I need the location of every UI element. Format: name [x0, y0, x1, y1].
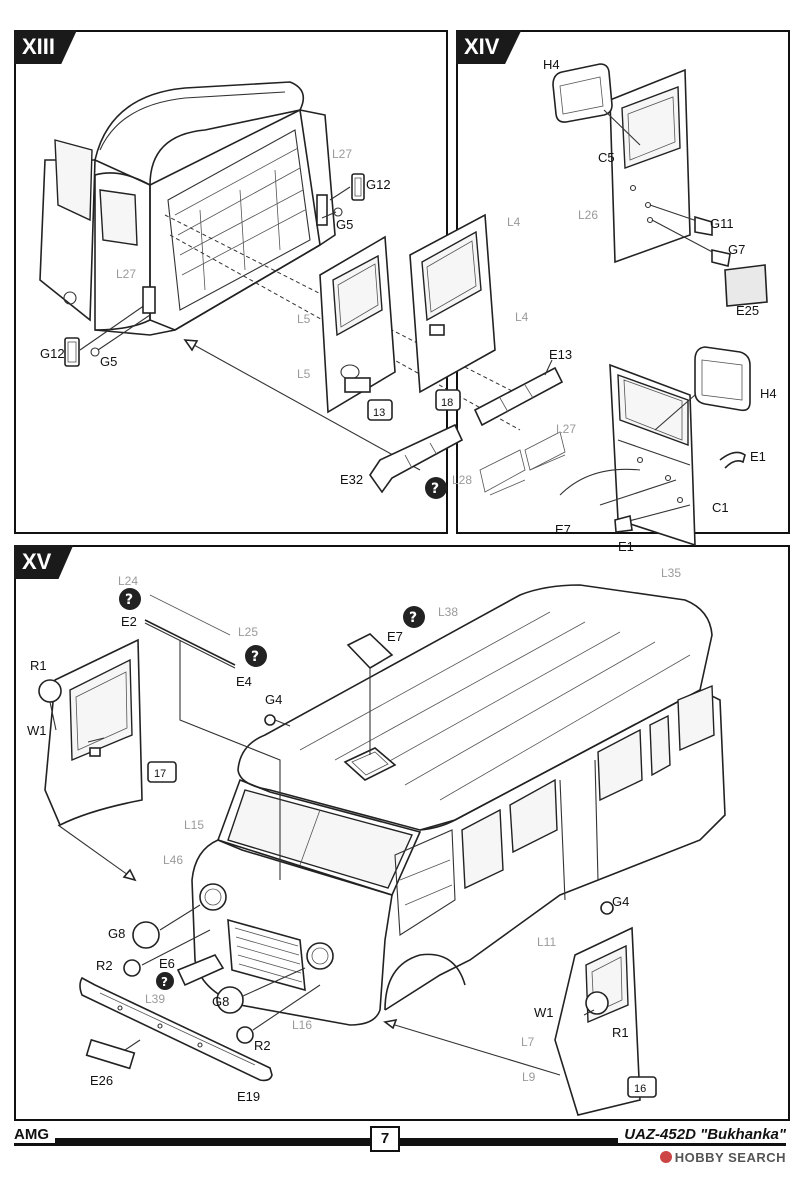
paint-l15: L15 — [184, 818, 204, 832]
label-e19: E19 — [237, 1089, 260, 1104]
rear-door-left: 13 — [319, 235, 396, 421]
page-number: 7 — [370, 1126, 400, 1152]
paint-question-icons: ? ? ? ? — [119, 588, 425, 990]
van-body-rear-view — [39, 81, 521, 471]
decal-17: 17 — [154, 768, 166, 780]
footer-rule — [14, 1138, 786, 1146]
label-c5: C5 — [598, 150, 615, 165]
label-g8-left: G8 — [108, 926, 125, 941]
step-xv-number: XV — [14, 545, 74, 579]
svg-text:?: ? — [251, 649, 259, 665]
label-e13: E13 — [549, 347, 572, 362]
model-name: UAZ-452D "Bukhanka" — [618, 1126, 786, 1143]
label-g11: G11 — [710, 216, 734, 231]
label-e25: E25 — [736, 303, 759, 318]
label-e7-xiv: E7 — [555, 522, 571, 537]
paint-l5-bottom: L5 — [297, 367, 311, 381]
paint-l4-top: L4 — [507, 215, 521, 229]
watermark-logo-icon — [659, 1151, 672, 1163]
label-c1: C1 — [712, 500, 729, 515]
front-door-left: 17 — [38, 638, 177, 882]
label-g5-lower: G5 — [100, 354, 117, 369]
headlight-lens-parts — [123, 714, 321, 1044]
paint-question-icon: ? — [425, 477, 447, 499]
label-g4-side: G4 — [612, 894, 629, 909]
label-e1-right: E1 — [750, 449, 766, 464]
paint-l7: L7 — [521, 1035, 535, 1049]
paint-l27-left: L27 — [116, 267, 136, 281]
label-w1-right: W1 — [534, 1005, 554, 1020]
label-h4-lower: H4 — [760, 386, 777, 401]
paint-l4-bottom: L4 — [515, 310, 529, 324]
paint-l27-top: L27 — [332, 147, 352, 161]
paint-l46: L46 — [163, 853, 183, 867]
paint-l38: L38 — [438, 605, 458, 619]
label-e7-xv: E7 — [387, 629, 403, 644]
label-g12-upper: G12 — [366, 177, 391, 192]
decal-13: 13 — [373, 407, 385, 419]
label-g5-upper: G5 — [336, 217, 353, 232]
svg-text:?: ? — [409, 610, 417, 626]
side-door-lower — [559, 346, 751, 547]
front-door-right: 16 — [383, 926, 657, 1116]
paint-l39: L39 — [145, 992, 165, 1006]
label-e26: E26 — [90, 1073, 113, 1088]
decal-18: 18 — [441, 397, 453, 409]
label-r1-right: R1 — [612, 1025, 629, 1040]
svg-text:?: ? — [161, 975, 168, 989]
paint-l27-bumper: L27 — [556, 422, 576, 436]
wiper-parts — [144, 594, 281, 880]
label-r1-left: R1 — [30, 658, 47, 673]
paint-l11: L11 — [537, 935, 556, 949]
paint-l25: L25 — [238, 625, 258, 639]
label-h4-upper: H4 — [543, 57, 560, 72]
paint-l9: L9 — [522, 1070, 536, 1084]
paint-l26: L26 — [578, 208, 598, 222]
label-e32: E32 — [340, 472, 363, 487]
front-visor-part — [346, 633, 394, 755]
side-door-upper — [552, 63, 768, 307]
label-w1-left: W1 — [27, 723, 47, 738]
paint-l16: L16 — [292, 1018, 312, 1032]
label-e2: E2 — [121, 614, 137, 629]
paint-l24: L24 — [118, 574, 138, 588]
brand-name: AMG — [14, 1126, 55, 1143]
step-xiii-number: XIII — [14, 30, 78, 64]
label-g8-right: G8 — [212, 994, 229, 1009]
label-g7: G7 — [728, 242, 745, 257]
label-e6: E6 — [159, 956, 175, 971]
front-bumper-part — [79, 976, 273, 1082]
van-body-front-view — [191, 584, 726, 1026]
page-footer: AMG 7 UAZ-452D "Bukhanka" — [14, 1126, 786, 1156]
paint-l5-top: L5 — [297, 312, 311, 326]
svg-text:?: ? — [125, 592, 133, 608]
label-r2-right: R2 — [254, 1038, 271, 1053]
paint-l28: L28 — [452, 473, 472, 487]
watermark-text: HOBBY SEARCH — [674, 1150, 786, 1165]
label-e4: E4 — [236, 674, 252, 689]
paint-l35: L35 — [661, 566, 681, 580]
label-e1-bottom: E1 — [618, 539, 634, 554]
watermark: HOBBY SEARCH — [659, 1150, 786, 1165]
svg-text:?: ? — [431, 481, 439, 497]
label-g12-lower: G12 — [40, 346, 65, 361]
label-g4-top: G4 — [265, 692, 282, 707]
rear-door-right: 18 — [409, 213, 496, 411]
decal-16: 16 — [634, 1083, 646, 1095]
label-r2-left: R2 — [96, 958, 113, 973]
rear-bumper-parts — [369, 359, 566, 496]
